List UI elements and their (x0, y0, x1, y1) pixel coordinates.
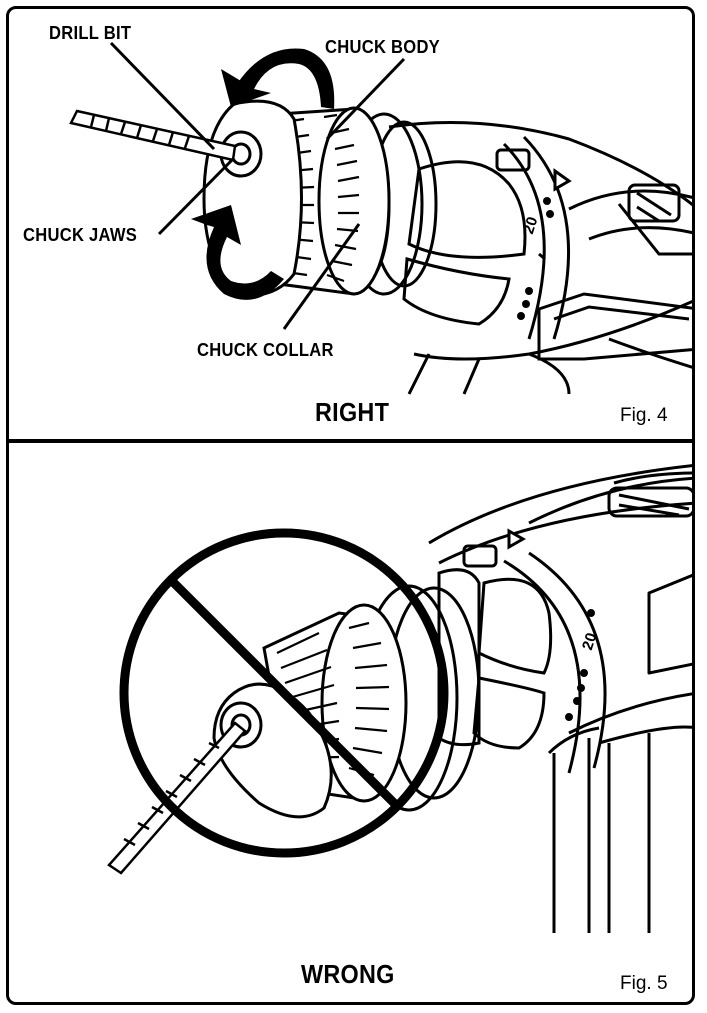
drill-right-illustration (69, 41, 692, 395)
drill-grip (568, 183, 692, 256)
drill-housing-bottom (428, 464, 692, 933)
rotation-arrow-top (221, 48, 335, 109)
callout-leaders (109, 41, 406, 330)
figure-frame: DRILL BIT CHUCK BODY CHUCK JAWS CHUCK CO… (6, 6, 695, 1005)
housing-slots-bottom (437, 568, 553, 750)
drill-bit (69, 109, 237, 162)
torque-dial (502, 135, 571, 340)
figure-4-number: Fig. 4 (620, 405, 668, 426)
figure-5-number: Fig. 5 (620, 973, 668, 994)
dial-marker (495, 148, 572, 192)
chuck-nose-bottom (212, 682, 333, 819)
panel-divider (9, 439, 692, 443)
rotation-arrow-bottom (191, 205, 284, 300)
figure-5-panel: 20 WRONG Fig. 5 (9, 443, 692, 1002)
caption-right: RIGHT (315, 397, 390, 427)
dial-marker-bottom (462, 528, 527, 568)
label-chuck-jaws: CHUCK JAWS (23, 225, 138, 245)
switch-plate (537, 292, 692, 361)
label-chuck-body: CHUCK BODY (325, 37, 441, 57)
drill-bit-bottom (107, 721, 247, 875)
drill-wrong-illustration (107, 464, 692, 933)
housing-slots (402, 160, 527, 326)
figure-4-panel: DRILL BIT CHUCK BODY CHUCK JAWS CHUCK CO… (9, 9, 692, 439)
chuck-body (277, 106, 391, 296)
torque-dial-bottom (503, 551, 607, 774)
label-chuck-collar: CHUCK COLLAR (197, 340, 334, 360)
prohibition-sign (119, 528, 449, 858)
label-drill-bit: DRILL BIT (49, 23, 132, 43)
caption-wrong: WRONG (301, 959, 395, 989)
